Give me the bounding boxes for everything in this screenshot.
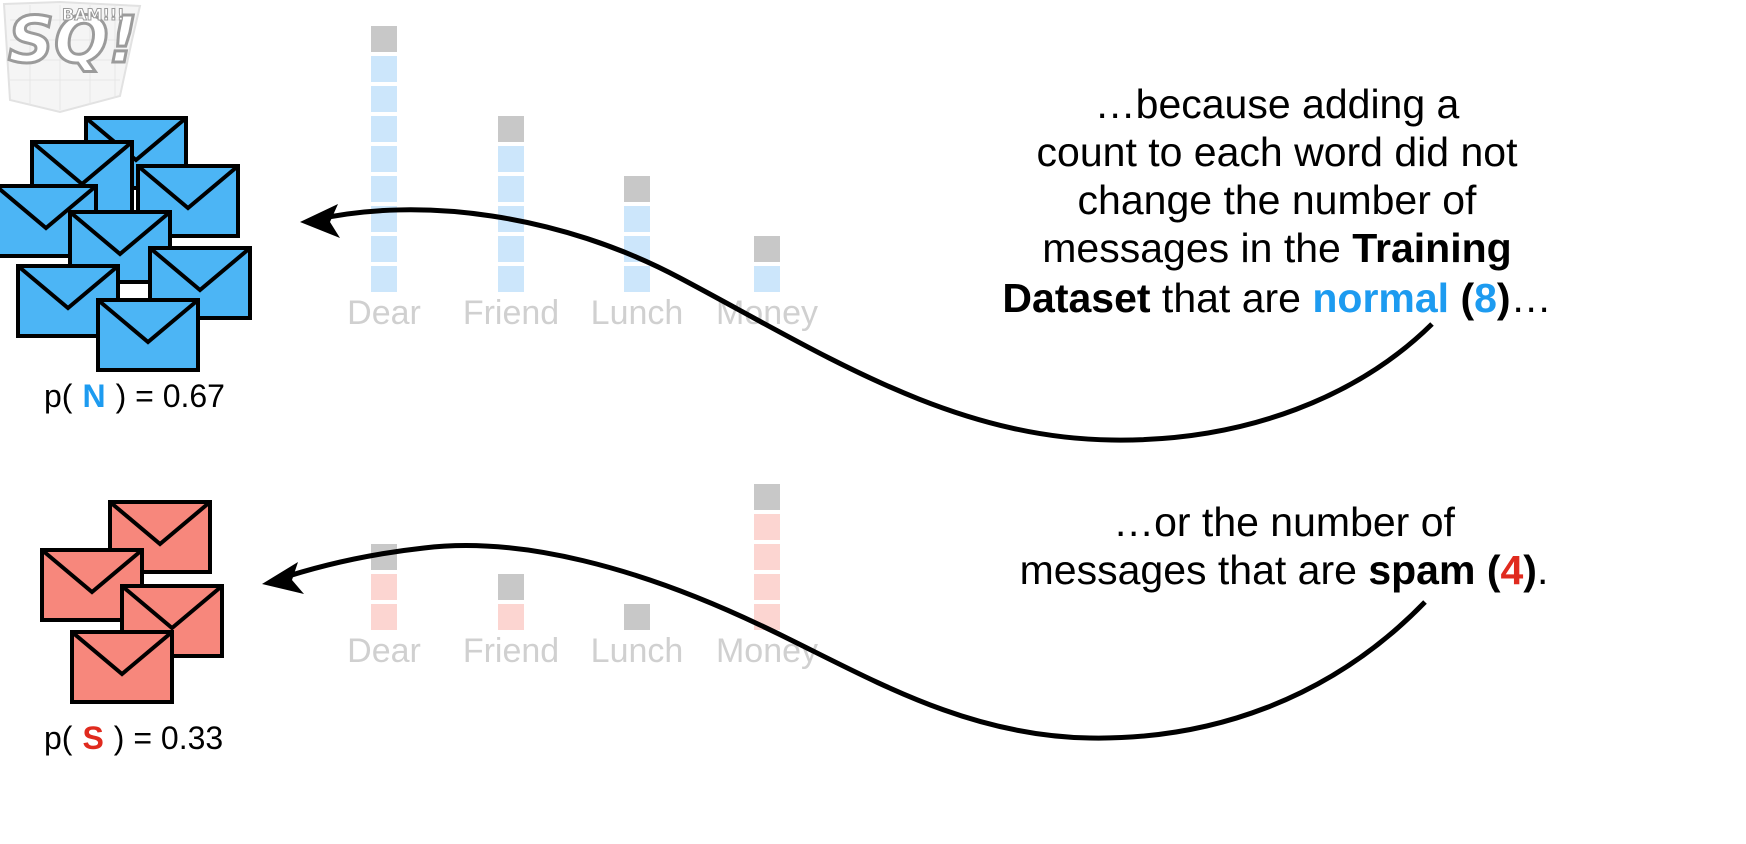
normal-word-label-dear: Dear: [347, 294, 421, 332]
normal-count-block-dear: [371, 146, 397, 172]
logo-burst-text: BAM!!!: [62, 5, 124, 24]
spam-arrow: [262, 543, 1427, 741]
normal-pseudocount-block-dear: [371, 26, 397, 52]
normal-count-block-dear: [371, 266, 397, 292]
normal-explanation-line-4: messages in the Training: [1042, 225, 1511, 271]
normal-count: 8: [1474, 275, 1497, 321]
spam-pseudocount-block-money: [754, 484, 780, 510]
logo-mark: SQ!: [8, 4, 138, 78]
spam-count-block-dear: [371, 574, 397, 600]
spam-word-label-friend: Friend: [463, 632, 559, 670]
spam-prior-prefix: p(: [44, 720, 73, 756]
spam-explanation-line-2: messages that are spam (4).: [1020, 547, 1549, 593]
normal-count-block-lunch: [624, 206, 650, 232]
normal-explanation-line-1: …because adding a: [1095, 81, 1460, 127]
spam-word-histogram: Dear Friend Lunch Money: [347, 484, 818, 670]
normal-open-paren: (: [1449, 275, 1474, 321]
spam-pseudocount-block-lunch: [624, 604, 650, 630]
spam-word-label-money: Money: [716, 632, 818, 670]
normal-prior-prefix: p(: [44, 378, 73, 414]
spam-pseudocount-block-friend: [498, 574, 524, 600]
spam-count: 4: [1500, 547, 1523, 593]
normal-count-block-friend: [498, 236, 524, 262]
spam-word: spam (: [1368, 547, 1500, 593]
normal-pseudocount-block-money: [754, 236, 780, 262]
normal-count-block-dear: [371, 56, 397, 82]
normal-arrow: [300, 204, 1434, 443]
spam-count-block-money: [754, 514, 780, 540]
normal-pseudocount-block-lunch: [624, 176, 650, 202]
normal-count-block-friend: [498, 176, 524, 202]
spam-count-block-dear: [371, 604, 397, 630]
spam-prior-value: ) = 0.33: [114, 720, 223, 756]
spam-envelopes-icon: [40, 500, 224, 704]
spam-word-label-dear: Dear: [347, 632, 421, 670]
normal-count-block-dear: [371, 176, 397, 202]
normal-envelopes-icon: [0, 116, 252, 372]
normal-count-block-dear: [371, 116, 397, 142]
spam-line2-plain: messages that are: [1020, 547, 1369, 593]
dataset-word: Dataset: [1002, 275, 1150, 321]
normal-word: normal: [1312, 275, 1449, 321]
normal-explanation-line-2: count to each word did not: [1037, 129, 1519, 175]
normal-count-block-dear: [371, 236, 397, 262]
normal-count-block-money: [754, 266, 780, 292]
normal-word-label-friend: Friend: [463, 294, 559, 332]
normal-prior-label: p(N ) = 0.67: [44, 378, 225, 414]
normal-count-block-dear: [371, 86, 397, 112]
normal-explanation-line-5: Dataset that are normal (8)…: [1002, 275, 1551, 321]
spam-prior-label: p(S ) = 0.33: [44, 720, 223, 756]
normal-count-block-lunch: [624, 266, 650, 292]
normal-prior-value: ) = 0.67: [116, 378, 225, 414]
spam-count-block-money: [754, 544, 780, 570]
normal-class-letter: N: [82, 378, 105, 414]
normal-ellipsis: …: [1511, 275, 1552, 321]
spam-count-block-friend: [498, 604, 524, 630]
training-word: Training: [1352, 225, 1511, 271]
spam-explanation-line-1: …or the number of: [1113, 499, 1455, 545]
statquest-logo: SQ! BAM!!!: [2, 0, 142, 114]
spam-class-letter: S: [82, 720, 103, 756]
spam-close-paren: ): [1523, 547, 1537, 593]
normal-close-paren: ): [1497, 275, 1511, 321]
spam-word-label-lunch: Lunch: [591, 632, 684, 670]
normal-pseudocount-block-friend: [498, 116, 524, 142]
normal-word-label-lunch: Lunch: [591, 294, 684, 332]
normal-line5-plain: that are: [1151, 275, 1313, 321]
spam-count-block-money: [754, 574, 780, 600]
normal-line4-plain: messages in the: [1042, 225, 1352, 271]
spam-period: .: [1537, 547, 1548, 593]
normal-explanation-line-3: change the number of: [1078, 177, 1477, 223]
normal-count-block-friend: [498, 146, 524, 172]
normal-count-block-friend: [498, 266, 524, 292]
